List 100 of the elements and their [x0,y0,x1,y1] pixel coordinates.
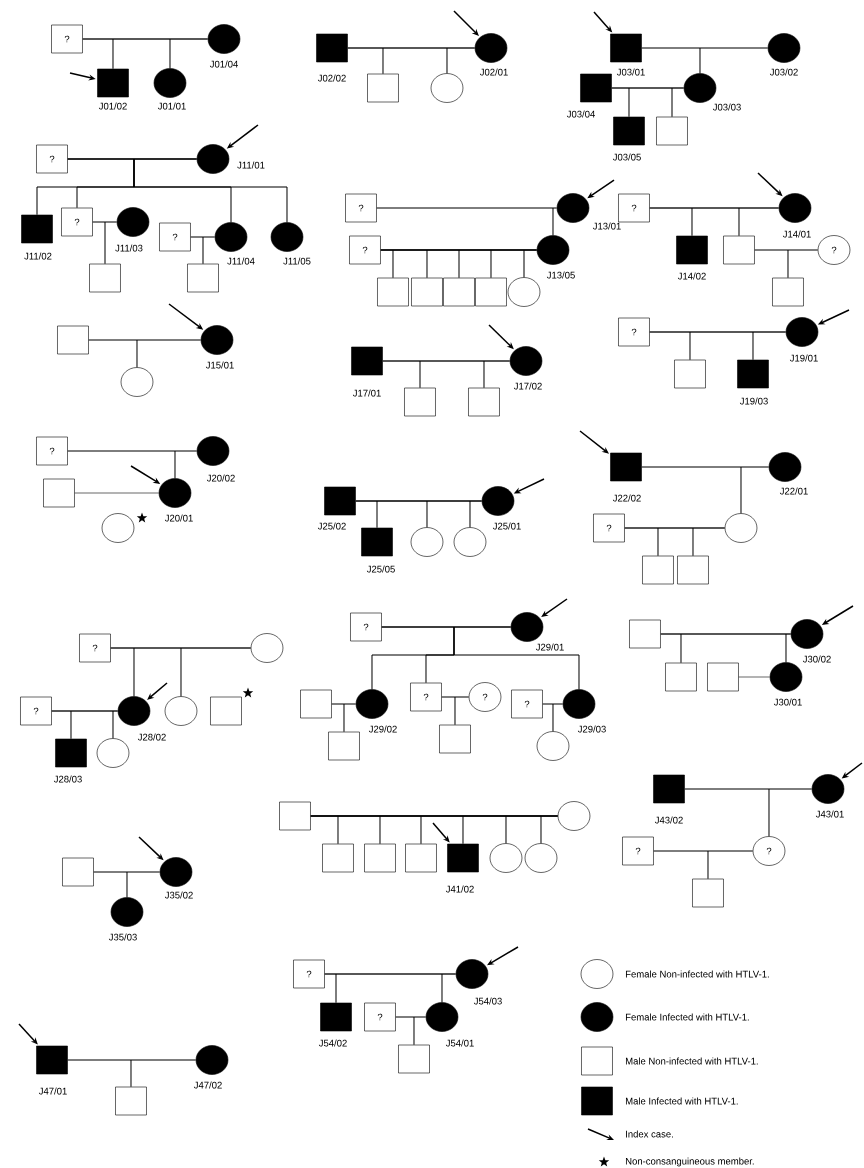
circle-symbol [536,731,570,761]
id-label: J25/05 [366,565,395,573]
circle-symbol [120,367,154,397]
square-symbol [115,1086,147,1116]
descent-line [180,647,251,697]
descent-line [692,527,725,556]
square-symbol [411,277,443,307]
descent-line [552,703,563,732]
id-label: J11/02 [24,252,52,260]
id-label: J35/02 [164,891,193,899]
id-label: J03/05 [612,153,641,161]
square-symbol [210,696,242,726]
id-label: J22/01 [779,487,808,495]
id-label: J30/02 [802,655,831,663]
id-label: J11/03 [115,244,143,252]
square-symbol [57,325,89,355]
descent-line [738,207,779,236]
square-symbol [43,478,75,508]
id-label: J13/05 [546,271,575,279]
square-symbol [677,555,709,585]
descent-line [671,87,684,117]
id-label: J28/02 [137,733,166,741]
id-label: J41/02 [445,885,474,893]
id-label: J43/01 [815,810,844,818]
id-label: J02/02 [317,74,346,82]
circle-symbol [524,843,558,873]
descent-line [441,973,456,1003]
descent-line [787,249,818,278]
id-label: J54/01 [445,1039,474,1047]
id-label: J22/02 [612,494,641,502]
descent-line [174,450,197,479]
circle-symbol [453,527,487,557]
id-label: J14/02 [677,272,706,280]
id-label: J11/01 [237,161,265,169]
descent-line [453,626,580,690]
id-label: J30/01 [773,698,802,706]
id-label: J25/01 [492,522,521,530]
legend-text: Male Infected with HTLV-1. [626,1097,738,1105]
id-label: J54/02 [318,1039,347,1047]
id-label: J11/04 [227,257,255,265]
id-label: J02/01 [479,68,508,76]
square-symbol [772,277,804,307]
square-symbol [707,662,739,692]
descent-line [454,696,469,725]
descent-line [112,710,118,739]
id-label: J03/04 [566,110,595,118]
id-label: J54/03 [473,997,502,1005]
index-arrow [579,430,609,454]
id-label: J17/02 [513,382,542,390]
square-symbol [322,843,354,873]
square-symbol [377,277,409,307]
square-symbol [404,387,436,417]
square-symbol [723,235,755,265]
square-symbol [642,555,674,585]
id-label: J47/02 [193,1081,222,1089]
descent-line [483,360,510,388]
circle-symbol [489,843,523,873]
id-label: J20/02 [206,474,235,482]
index-arrow [18,1023,38,1045]
id-label: J29/02 [368,725,397,733]
square-symbol [300,689,332,719]
square-symbol [279,801,311,831]
id-label: J03/02 [769,68,798,76]
descent-line [469,500,482,528]
id-label: J20/01 [164,514,193,522]
circle-symbol [250,633,284,663]
id-label: J47/01 [38,1087,67,1095]
descent-line [169,38,208,69]
descent-line [540,815,558,844]
descent-line [707,850,753,879]
square-symbol [367,73,399,103]
id-label: J19/01 [789,354,818,362]
legend-text: Non-consanguineous member. [626,1157,754,1167]
square-symbol [187,263,219,293]
square-symbol [405,843,437,873]
square-symbol [62,857,94,887]
square-symbol [475,277,507,307]
mating-line [738,676,770,678]
id-label: J17/01 [352,389,381,397]
id-label: J01/02 [98,102,127,110]
id-label: J25/02 [317,522,346,530]
id-label: J29/03 [577,725,606,733]
id-label: J19/03 [739,397,768,405]
legend-text: Female Non-infected with HTLV-1. [626,970,769,978]
id-label: J03/01 [616,68,645,76]
id-label: J14/01 [782,230,811,238]
square-symbol [656,116,688,146]
square-symbol [398,1044,430,1074]
descent-line [136,339,201,368]
square-symbol [364,843,396,873]
circle-symbol [96,738,130,768]
descent-line [768,788,812,837]
id-label: J01/01 [157,102,186,110]
descent-line [104,221,117,264]
mating-line [74,492,159,494]
square-symbol [692,878,724,908]
descent-line [523,249,537,278]
id-label: J28/03 [53,775,82,783]
descent-line [413,1016,426,1045]
square-symbol [629,619,661,649]
